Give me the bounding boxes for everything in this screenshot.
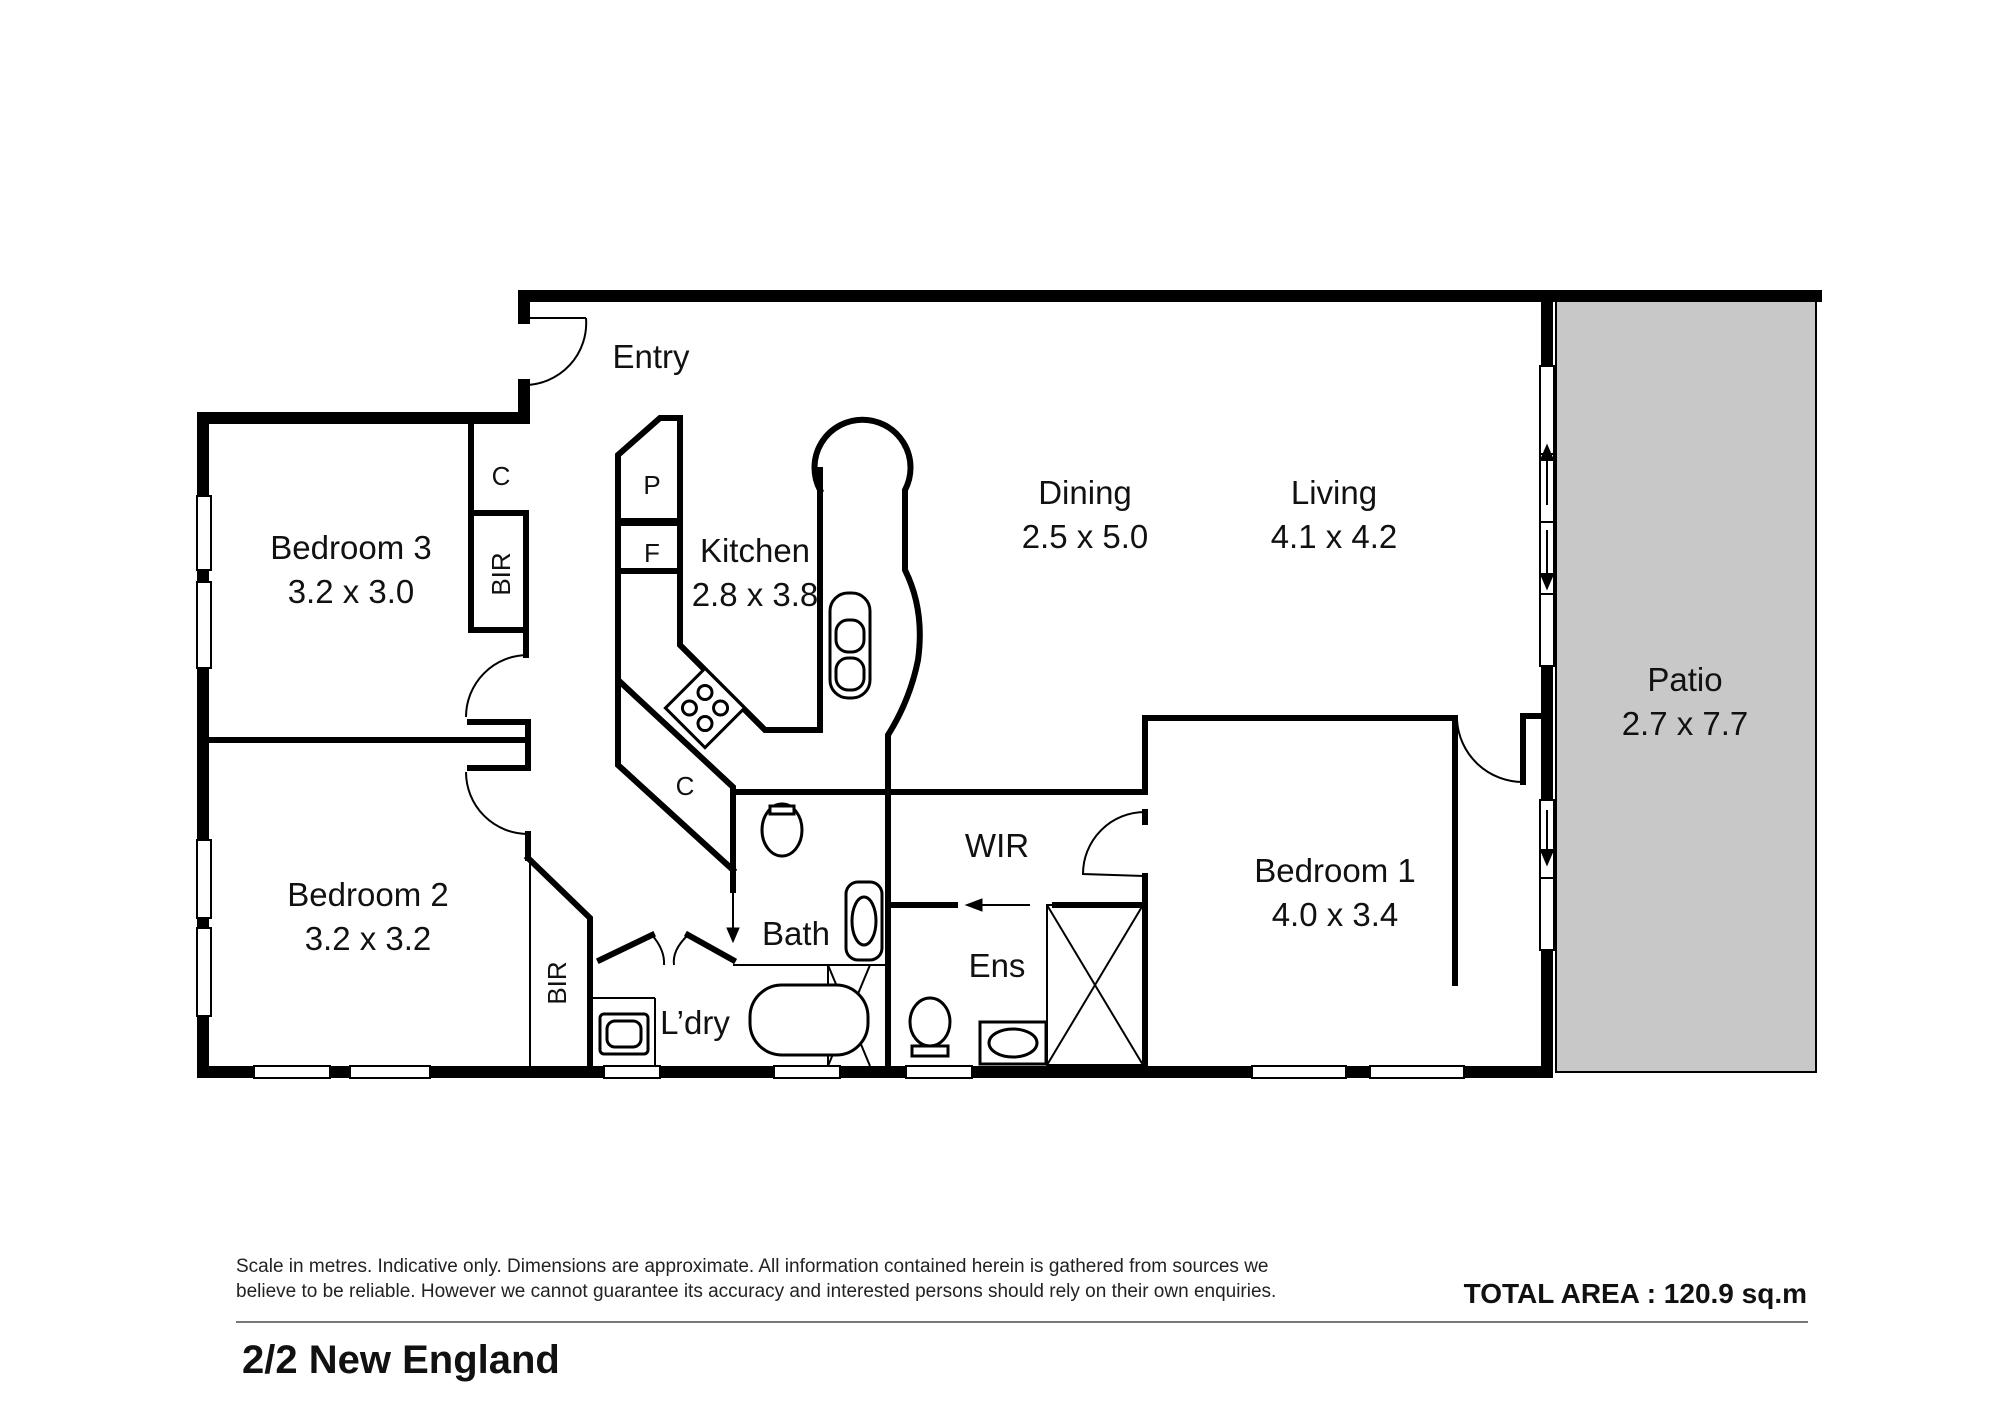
wir-label: WIR: [965, 827, 1029, 864]
windows: [196, 365, 1555, 1079]
kitchen-walls: [615, 415, 823, 893]
pantry-label: P: [643, 470, 660, 500]
bedroom3-walls: [205, 415, 531, 771]
bir-label-bedroom2: BIR: [542, 961, 572, 1004]
kitchen-label: Kitchen: [700, 532, 810, 569]
kitchen-cupboard-label: C: [676, 771, 695, 801]
kitchen-dims: 2.8 x 3.8: [692, 576, 819, 613]
bedroom1-door: [1452, 713, 1543, 785]
laundry-walls: [590, 930, 738, 1066]
kitchen-island: [811, 416, 923, 1071]
cupboard-label: C: [492, 461, 511, 491]
ensuite-walls: [885, 809, 1148, 1071]
fridge-label: F: [644, 538, 660, 568]
sliding-door-arrows: [1539, 443, 1555, 867]
bedroom2-label: Bedroom 2: [287, 876, 448, 913]
dining-label: Dining: [1038, 474, 1132, 511]
patio-dims: 2.7 x 7.7: [1622, 705, 1749, 742]
bedroom2-dims: 3.2 x 3.2: [305, 920, 432, 957]
laundry-label: L’dry: [660, 1004, 730, 1041]
entry-door: [523, 317, 588, 387]
ens-label: Ens: [969, 947, 1026, 984]
bedroom2-bir-walls: [523, 831, 593, 1071]
bedroom2-door: [465, 771, 529, 835]
bath-label: Bath: [762, 915, 830, 952]
disclaimer-line: Scale in metres. Indicative only. Dimens…: [236, 1256, 1269, 1277]
patio-area: [1555, 299, 1817, 1073]
bedroom3-label: Bedroom 3: [270, 529, 431, 566]
entry-label: Entry: [612, 338, 690, 375]
bir-label: BIR: [486, 552, 516, 595]
bath-fixtures: [748, 802, 884, 1057]
bedroom3-door: [465, 654, 529, 718]
disclaimer: Scale in metres. Indicative only. Dimens…: [236, 1254, 1416, 1304]
kitchen-sink: [828, 591, 872, 700]
dining-dims: 2.5 x 5.0: [1022, 518, 1149, 555]
wir-door-arrow: [964, 898, 1030, 912]
bedroom1-label: Bedroom 1: [1254, 852, 1415, 889]
bath-door-arrow: [726, 890, 740, 944]
kitchen-stove: [663, 666, 747, 750]
divider: [236, 1321, 1808, 1323]
total-area: TOTAL AREA : 120.9 sq.m: [1463, 1278, 1807, 1309]
living-dims: 4.1 x 4.2: [1271, 518, 1398, 555]
disclaimer-line: believe to be reliable. However we canno…: [236, 1281, 1277, 1302]
patio-label: Patio: [1647, 661, 1722, 698]
bedroom3-dims: 3.2 x 3.0: [288, 573, 415, 610]
bedroom1-dims: 4.0 x 3.4: [1272, 896, 1399, 933]
property-address: 2/2 New England: [242, 1338, 560, 1382]
living-label: Living: [1291, 474, 1377, 511]
